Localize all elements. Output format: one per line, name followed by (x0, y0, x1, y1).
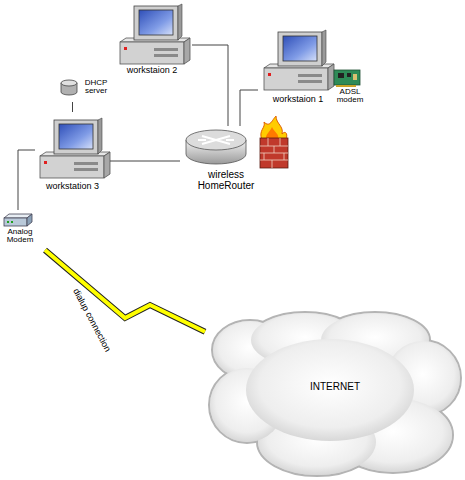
node-label: workstaion 2 (112, 66, 192, 75)
workstation-icon (120, 4, 190, 64)
node-label: wireless HomeRouter (184, 170, 268, 191)
cloud-shape (205, 310, 465, 480)
node-label: INTERNET (285, 382, 385, 393)
network-cable (18, 150, 35, 210)
router-node: wireless HomeRouter (180, 126, 290, 196)
node-label: DHCP server (79, 79, 113, 96)
internet-cloud: INTERNET (205, 310, 465, 480)
dialup-bolt (45, 250, 205, 332)
adsl-modem-node: ADSL modem (330, 66, 370, 110)
network-cable (110, 161, 180, 162)
node-label: ADSL modem (330, 88, 370, 105)
cable-line (240, 90, 258, 126)
workstation-node: workstaion 1 (258, 28, 338, 110)
bolt-fill (45, 250, 205, 332)
server-disk-icon (61, 80, 77, 95)
workstation-icon (40, 118, 110, 178)
cable-line (18, 150, 35, 210)
analog-modem-icon (4, 214, 32, 226)
workstation-node: workstaion 2 (112, 0, 192, 80)
node-label: workstation 3 (35, 182, 110, 191)
cable-line (72, 102, 73, 112)
cable-line (110, 161, 180, 162)
dhcp-server-node: DHCP server (57, 78, 117, 102)
router-icon (186, 130, 246, 164)
node-label: Analog Modem (0, 228, 40, 245)
node-label: workstaion 1 (258, 95, 338, 104)
network-cable (192, 45, 228, 126)
workstation-icon (264, 30, 334, 90)
adsl-card-icon (334, 70, 360, 87)
firewall-icon (260, 116, 288, 168)
network-cable (240, 90, 258, 126)
edge-label: dialup connection (71, 287, 113, 354)
network-cable (72, 102, 73, 112)
cable-line (192, 45, 228, 126)
bolt-outline (45, 250, 205, 332)
workstation-node: workstation 3 (35, 112, 110, 196)
analog-modem-node: Analog Modem (0, 210, 45, 252)
